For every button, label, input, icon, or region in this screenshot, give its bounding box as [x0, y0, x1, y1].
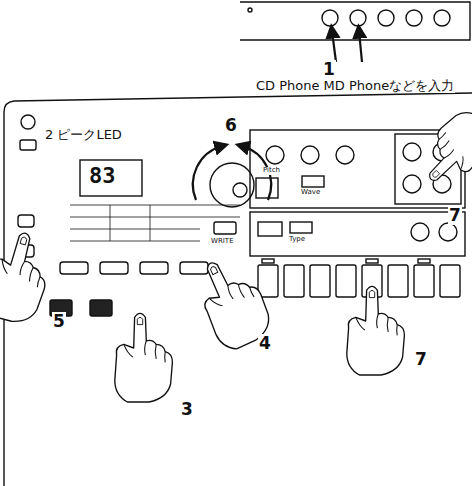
pressing-hands	[0, 103, 472, 402]
device-body	[250, 212, 465, 256]
device-body	[336, 146, 354, 164]
device-body	[214, 222, 236, 234]
device-body	[80, 160, 142, 196]
jack-strip	[434, 10, 450, 26]
device-body	[210, 163, 254, 207]
device-body	[310, 265, 330, 297]
pressing-hands	[115, 313, 173, 402]
callout-number: 3	[180, 400, 194, 419]
jack-strip	[322, 10, 338, 26]
device-body	[60, 262, 88, 274]
device-body	[290, 222, 312, 233]
jack-strip	[350, 10, 366, 26]
device-body	[180, 262, 208, 274]
device-body	[403, 175, 421, 193]
callout-number: 1	[322, 60, 336, 79]
device-body	[233, 183, 247, 197]
device-body	[366, 259, 378, 263]
device-body	[439, 223, 457, 241]
pressing-hands	[410, 103, 472, 195]
device-body	[100, 262, 128, 274]
jack-strip	[240, 2, 470, 40]
rotate-arrow	[193, 146, 222, 200]
display-digits: 83	[88, 164, 117, 188]
panel-text: Type	[288, 236, 306, 244]
device-body	[284, 265, 304, 297]
device-body	[411, 223, 429, 241]
callout-number: 4	[258, 334, 272, 353]
jack-strip	[378, 10, 394, 26]
device-body	[21, 115, 35, 129]
callout-number: 7	[448, 206, 462, 225]
device-body	[90, 300, 112, 316]
panel-text: Wave	[300, 189, 321, 197]
callout-number: 6	[224, 116, 238, 135]
device-body	[256, 178, 278, 198]
callout-number: 7	[414, 350, 428, 369]
device-body	[70, 205, 240, 241]
device-body	[336, 265, 356, 297]
device-body	[4, 93, 472, 486]
device-body	[302, 176, 324, 187]
rotate-arrow	[193, 146, 271, 200]
panel-text: WRITE	[210, 238, 235, 246]
pressing-hands	[188, 250, 278, 355]
callout-number: 5	[52, 312, 66, 331]
device-body	[258, 222, 282, 236]
device-body	[18, 215, 34, 227]
input-arrows	[359, 31, 362, 62]
device-body	[20, 140, 36, 150]
device-body	[418, 259, 430, 263]
peak-led-label: 2 ピークLED	[44, 128, 123, 142]
pressing-hands	[347, 286, 405, 375]
device-body	[301, 146, 319, 164]
device-body	[266, 146, 284, 164]
input-arrows	[332, 31, 362, 62]
device-body	[4, 93, 472, 486]
pressing-hands	[0, 227, 57, 328]
input-arrows	[332, 31, 336, 62]
input-note: CD Phone MD Phoneなどを入力	[255, 79, 455, 93]
jack-strip	[248, 8, 252, 12]
panel-text: Pitch	[262, 167, 281, 175]
device-body	[388, 265, 408, 297]
device-body	[250, 130, 465, 208]
jack-strip	[240, 2, 470, 40]
device-body	[262, 259, 274, 263]
device-body	[258, 265, 278, 297]
device-body	[403, 143, 421, 161]
device-body	[440, 265, 460, 297]
device-body	[140, 262, 168, 274]
jack-strip	[406, 10, 422, 26]
device-body	[414, 265, 434, 297]
